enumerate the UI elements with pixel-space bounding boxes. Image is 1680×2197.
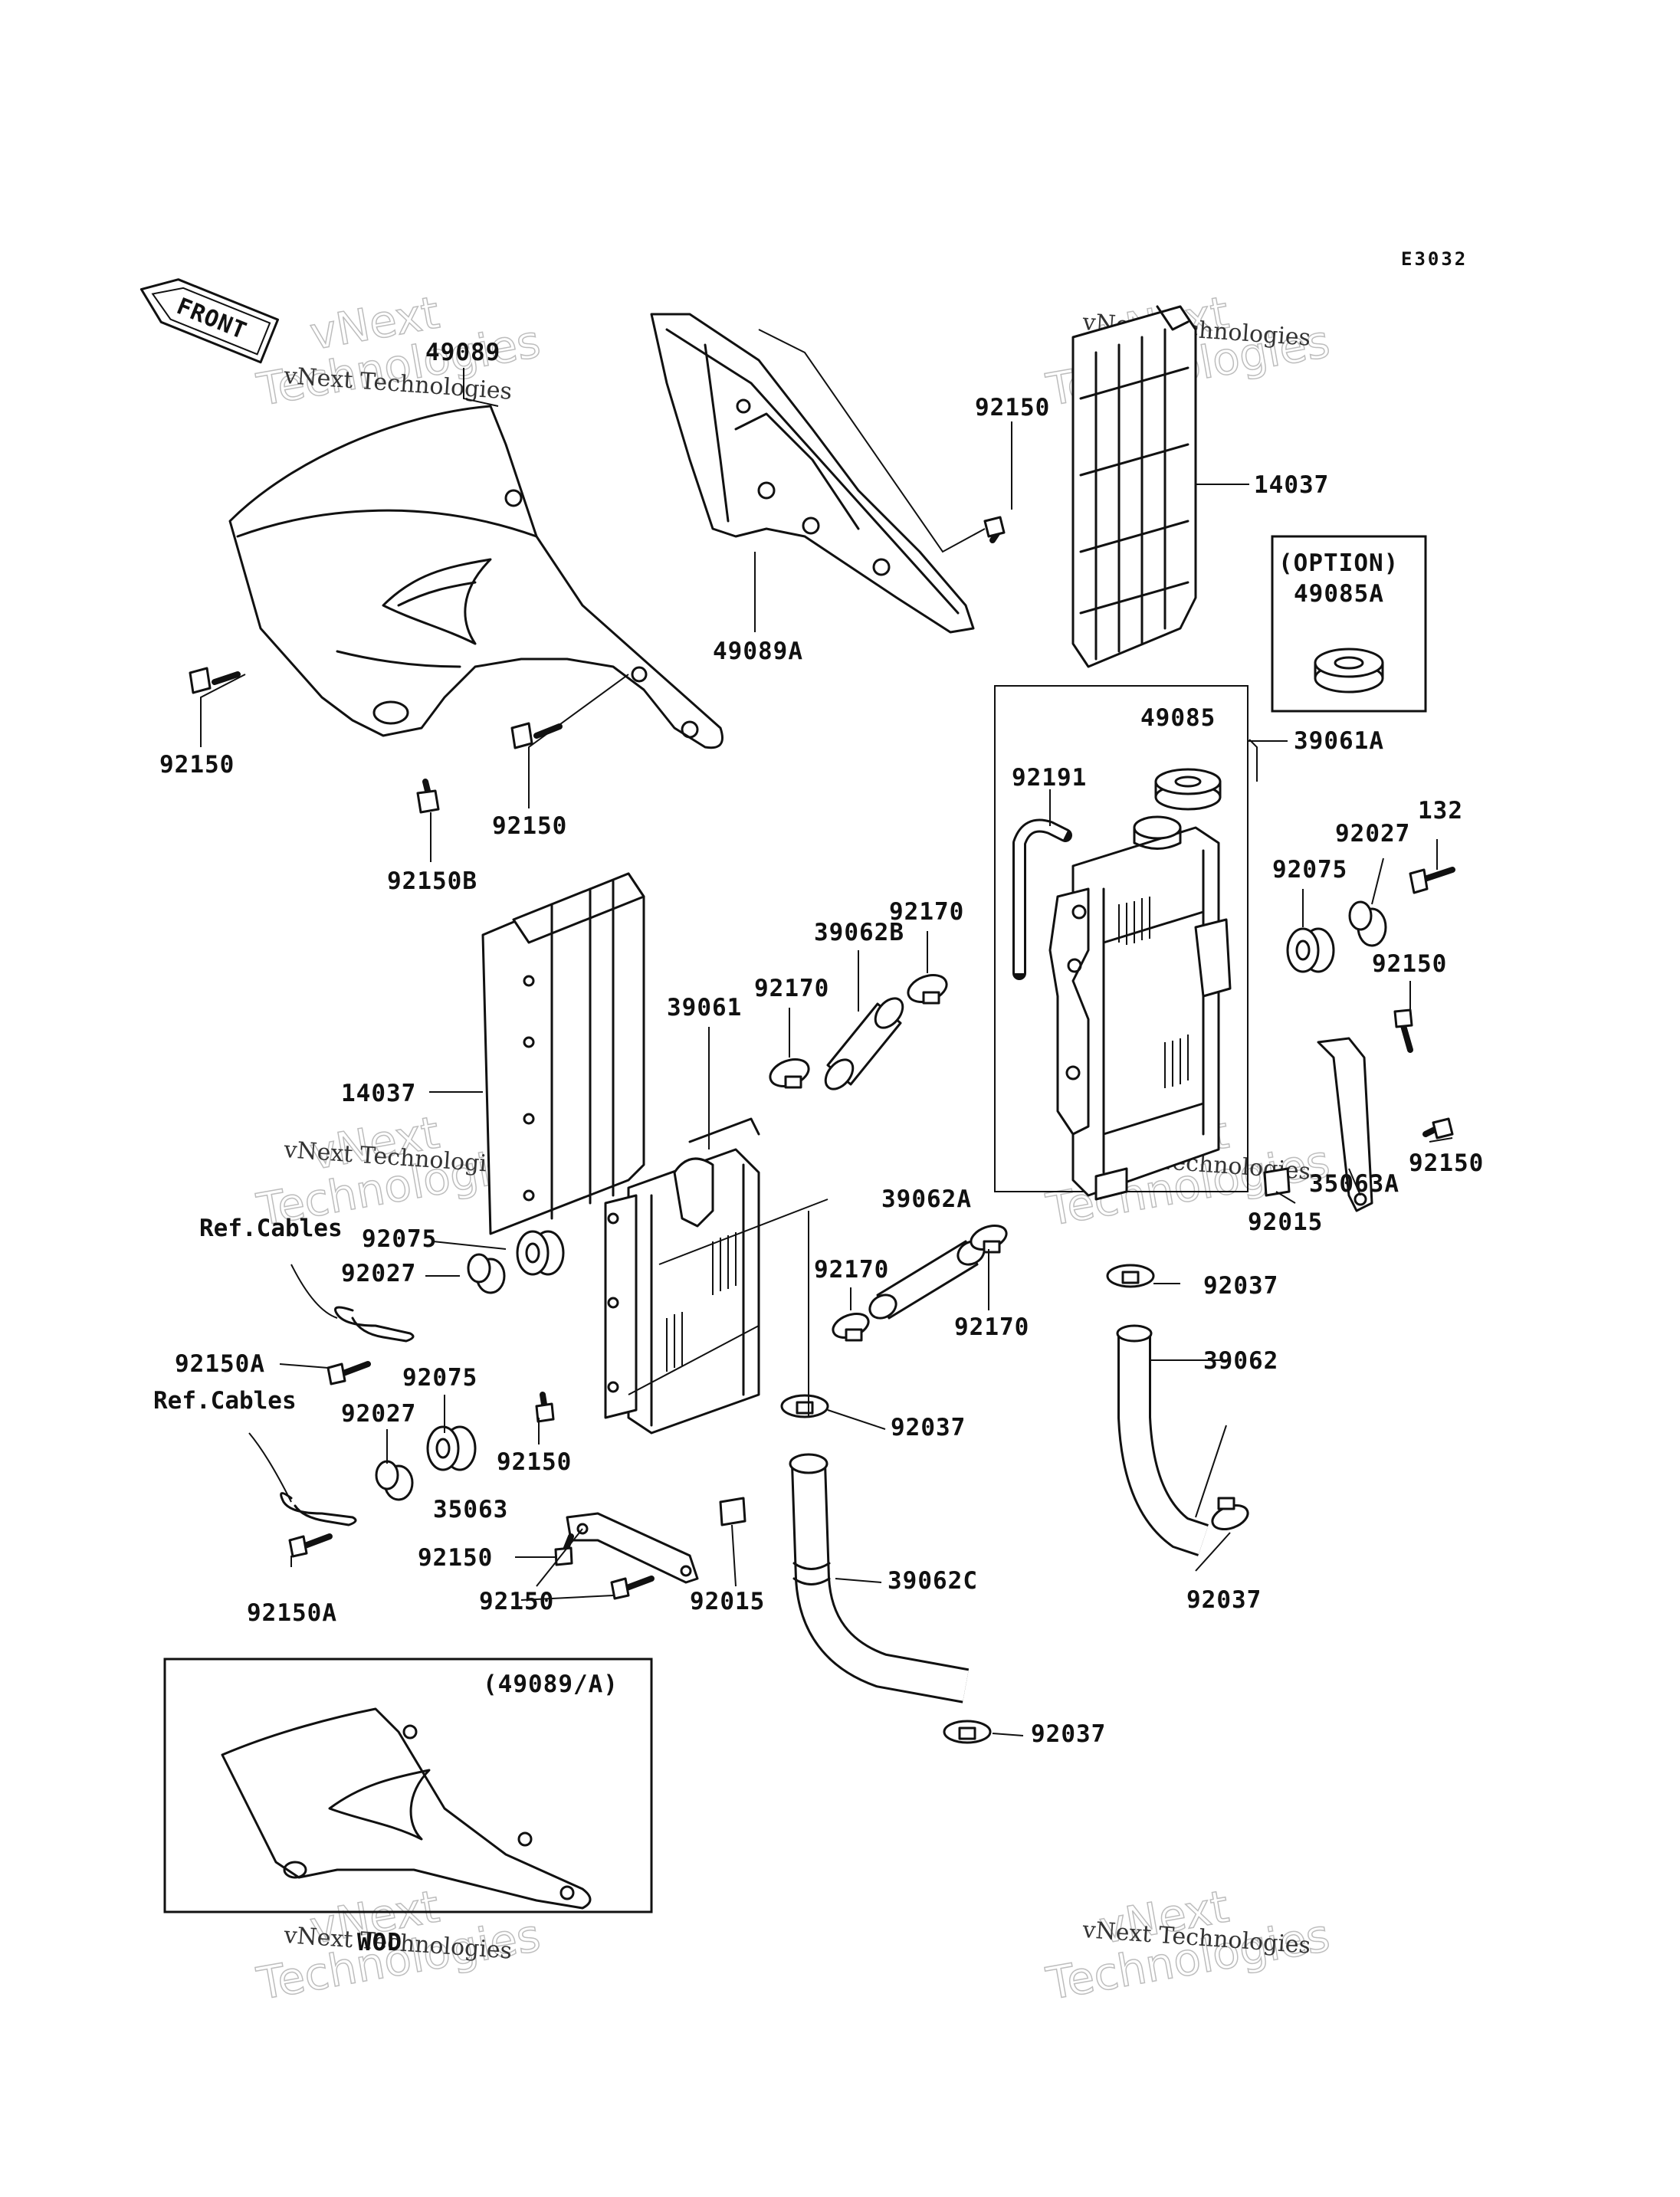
cable-clip-1-icon xyxy=(334,1306,415,1343)
label-39062: 39062 xyxy=(1203,1347,1278,1375)
label-92075-right: 92075 xyxy=(1272,856,1347,884)
bolt-92150-r2-icon xyxy=(1422,1117,1454,1139)
label-92150-r2: 92150 xyxy=(1409,1149,1484,1177)
bracket-35063 xyxy=(566,1512,699,1584)
part-labels: 49089 49089A 92150 14037 92150 92150 921… xyxy=(153,339,1484,1748)
label-92170-c: 92170 xyxy=(814,1256,889,1284)
label-39061A: 39061A xyxy=(1294,727,1384,755)
label-92150-r1: 92150 xyxy=(1372,950,1447,978)
clip-92015-left-icon xyxy=(719,1497,746,1526)
radiator-right-39061A xyxy=(1048,815,1232,1201)
bolt-92150-r1-icon xyxy=(1393,1008,1413,1053)
side-panel-49089A xyxy=(650,313,975,634)
label-49089: 49089 xyxy=(425,339,500,366)
clamp-92037-c-icon xyxy=(780,1394,829,1418)
label-14037-top: 14037 xyxy=(1254,471,1329,499)
radiator-grille-left xyxy=(481,872,645,1235)
label-49085: 49085 xyxy=(1140,704,1216,732)
label-39062C: 39062C xyxy=(888,1567,978,1595)
label-39061: 39061 xyxy=(667,994,742,1021)
bolt-92150B-icon xyxy=(416,779,440,814)
label-92150-left: 92150 xyxy=(159,751,235,779)
label-92150-b1: 92150 xyxy=(418,1544,493,1572)
label-92015-right: 92015 xyxy=(1248,1208,1323,1236)
clamp-92037-r2-icon xyxy=(1211,1497,1249,1531)
label-14037-left: 14037 xyxy=(341,1080,416,1107)
label-92027-right: 92027 xyxy=(1335,820,1410,848)
cable-clip-2-icon xyxy=(280,1492,357,1526)
bolt-92150-left-icon xyxy=(189,667,241,694)
collar-92027-right-icon xyxy=(1348,900,1387,947)
grommet-92075-right-icon xyxy=(1286,927,1335,973)
collar-92027-l1-icon xyxy=(467,1253,506,1294)
radiator-cap-49085 xyxy=(1154,768,1222,811)
label-92150A-1: 92150A xyxy=(175,1350,265,1378)
label-92150A-2: 92150A xyxy=(247,1599,337,1627)
grommet-92075-l2-icon xyxy=(426,1425,477,1471)
radiator-left-39061 xyxy=(604,1117,760,1435)
label-92037-c: 92037 xyxy=(891,1414,966,1441)
label-92150-mid: 92150 xyxy=(492,812,567,840)
diagram-code: E3032 xyxy=(1401,248,1468,270)
label-39062B: 39062B xyxy=(814,919,904,946)
pipe-39062B xyxy=(824,997,904,1090)
label-92170-a: 92170 xyxy=(754,975,829,1002)
bracket-35063A xyxy=(1317,1037,1373,1212)
label-92150B: 92150B xyxy=(387,867,477,895)
label-92037-b: 92037 xyxy=(1031,1720,1106,1748)
grommet-92075-l1-icon xyxy=(516,1230,565,1276)
label-49085A: 49085A xyxy=(1294,580,1384,608)
label-92027-l2: 92027 xyxy=(341,1400,416,1428)
label-39062A: 39062A xyxy=(881,1185,972,1213)
label-92150-c: 92150 xyxy=(497,1448,572,1476)
label-92170-d: 92170 xyxy=(954,1313,1029,1341)
bolt-92150-mid-icon xyxy=(510,722,563,749)
bolt-92150-b1-icon xyxy=(554,1533,574,1566)
label-92150-top: 92150 xyxy=(975,394,1050,421)
bolt-92150A-2-icon xyxy=(288,1533,333,1558)
clamp-92037-r1-icon xyxy=(1106,1264,1155,1288)
bolt-92150A-1-icon xyxy=(326,1361,371,1385)
bolt-92150-c-icon xyxy=(535,1392,555,1423)
bolt-132-icon xyxy=(1409,867,1455,894)
option-box: (OPTION) 49085A xyxy=(1271,535,1427,713)
label-92037-r2: 92037 xyxy=(1186,1586,1262,1614)
pipe-39062A xyxy=(868,1240,986,1320)
hose-39062C xyxy=(789,1453,970,1703)
bolt-92150-b2-icon xyxy=(610,1576,655,1600)
label-92170-b: 92170 xyxy=(889,898,964,926)
label-132: 132 xyxy=(1418,797,1463,825)
clamp-92170-d-icon xyxy=(970,1224,1008,1254)
label-92191: 92191 xyxy=(1012,764,1087,792)
radiator-shroud-left xyxy=(228,405,724,749)
leader-lines xyxy=(200,329,1453,1736)
inset-title: (49089/A) xyxy=(483,1671,619,1698)
bolt-92150-top-icon xyxy=(983,516,1006,543)
front-arrow-icon: FRONT xyxy=(139,278,280,364)
label-92037-r1: 92037 xyxy=(1203,1272,1278,1300)
label-ref-cables-1: Ref.Cables xyxy=(199,1215,343,1242)
clamp-92170-a-icon xyxy=(769,1058,810,1089)
label-92027-l1: 92027 xyxy=(341,1260,416,1287)
label-ref-cables-2: Ref.Cables xyxy=(153,1387,297,1415)
inset-box: (49089/A) xyxy=(163,1658,653,1913)
option-label: (OPTION) xyxy=(1278,549,1399,577)
collar-92027-l2-icon xyxy=(375,1460,414,1501)
clip-92015-right-icon xyxy=(1263,1167,1291,1197)
label-35063: 35063 xyxy=(433,1496,508,1523)
clamp-92170-c-icon xyxy=(832,1312,870,1342)
radiator-grille-right xyxy=(1071,305,1197,668)
clamp-92037-b-icon xyxy=(943,1720,992,1744)
label-92150-b2: 92150 xyxy=(479,1588,554,1615)
hose-39062 xyxy=(1116,1324,1209,1556)
label-49089A: 49089A xyxy=(713,638,803,665)
label-92075-l2: 92075 xyxy=(402,1364,477,1392)
cap-seal-icon xyxy=(1314,648,1384,694)
label-35063A: 35063A xyxy=(1309,1170,1399,1198)
clamp-92170-b-icon xyxy=(907,974,948,1005)
label-92015-left: 92015 xyxy=(690,1588,765,1615)
inset-caption: WOD xyxy=(357,1929,402,1956)
label-92075-l1: 92075 xyxy=(362,1225,437,1253)
